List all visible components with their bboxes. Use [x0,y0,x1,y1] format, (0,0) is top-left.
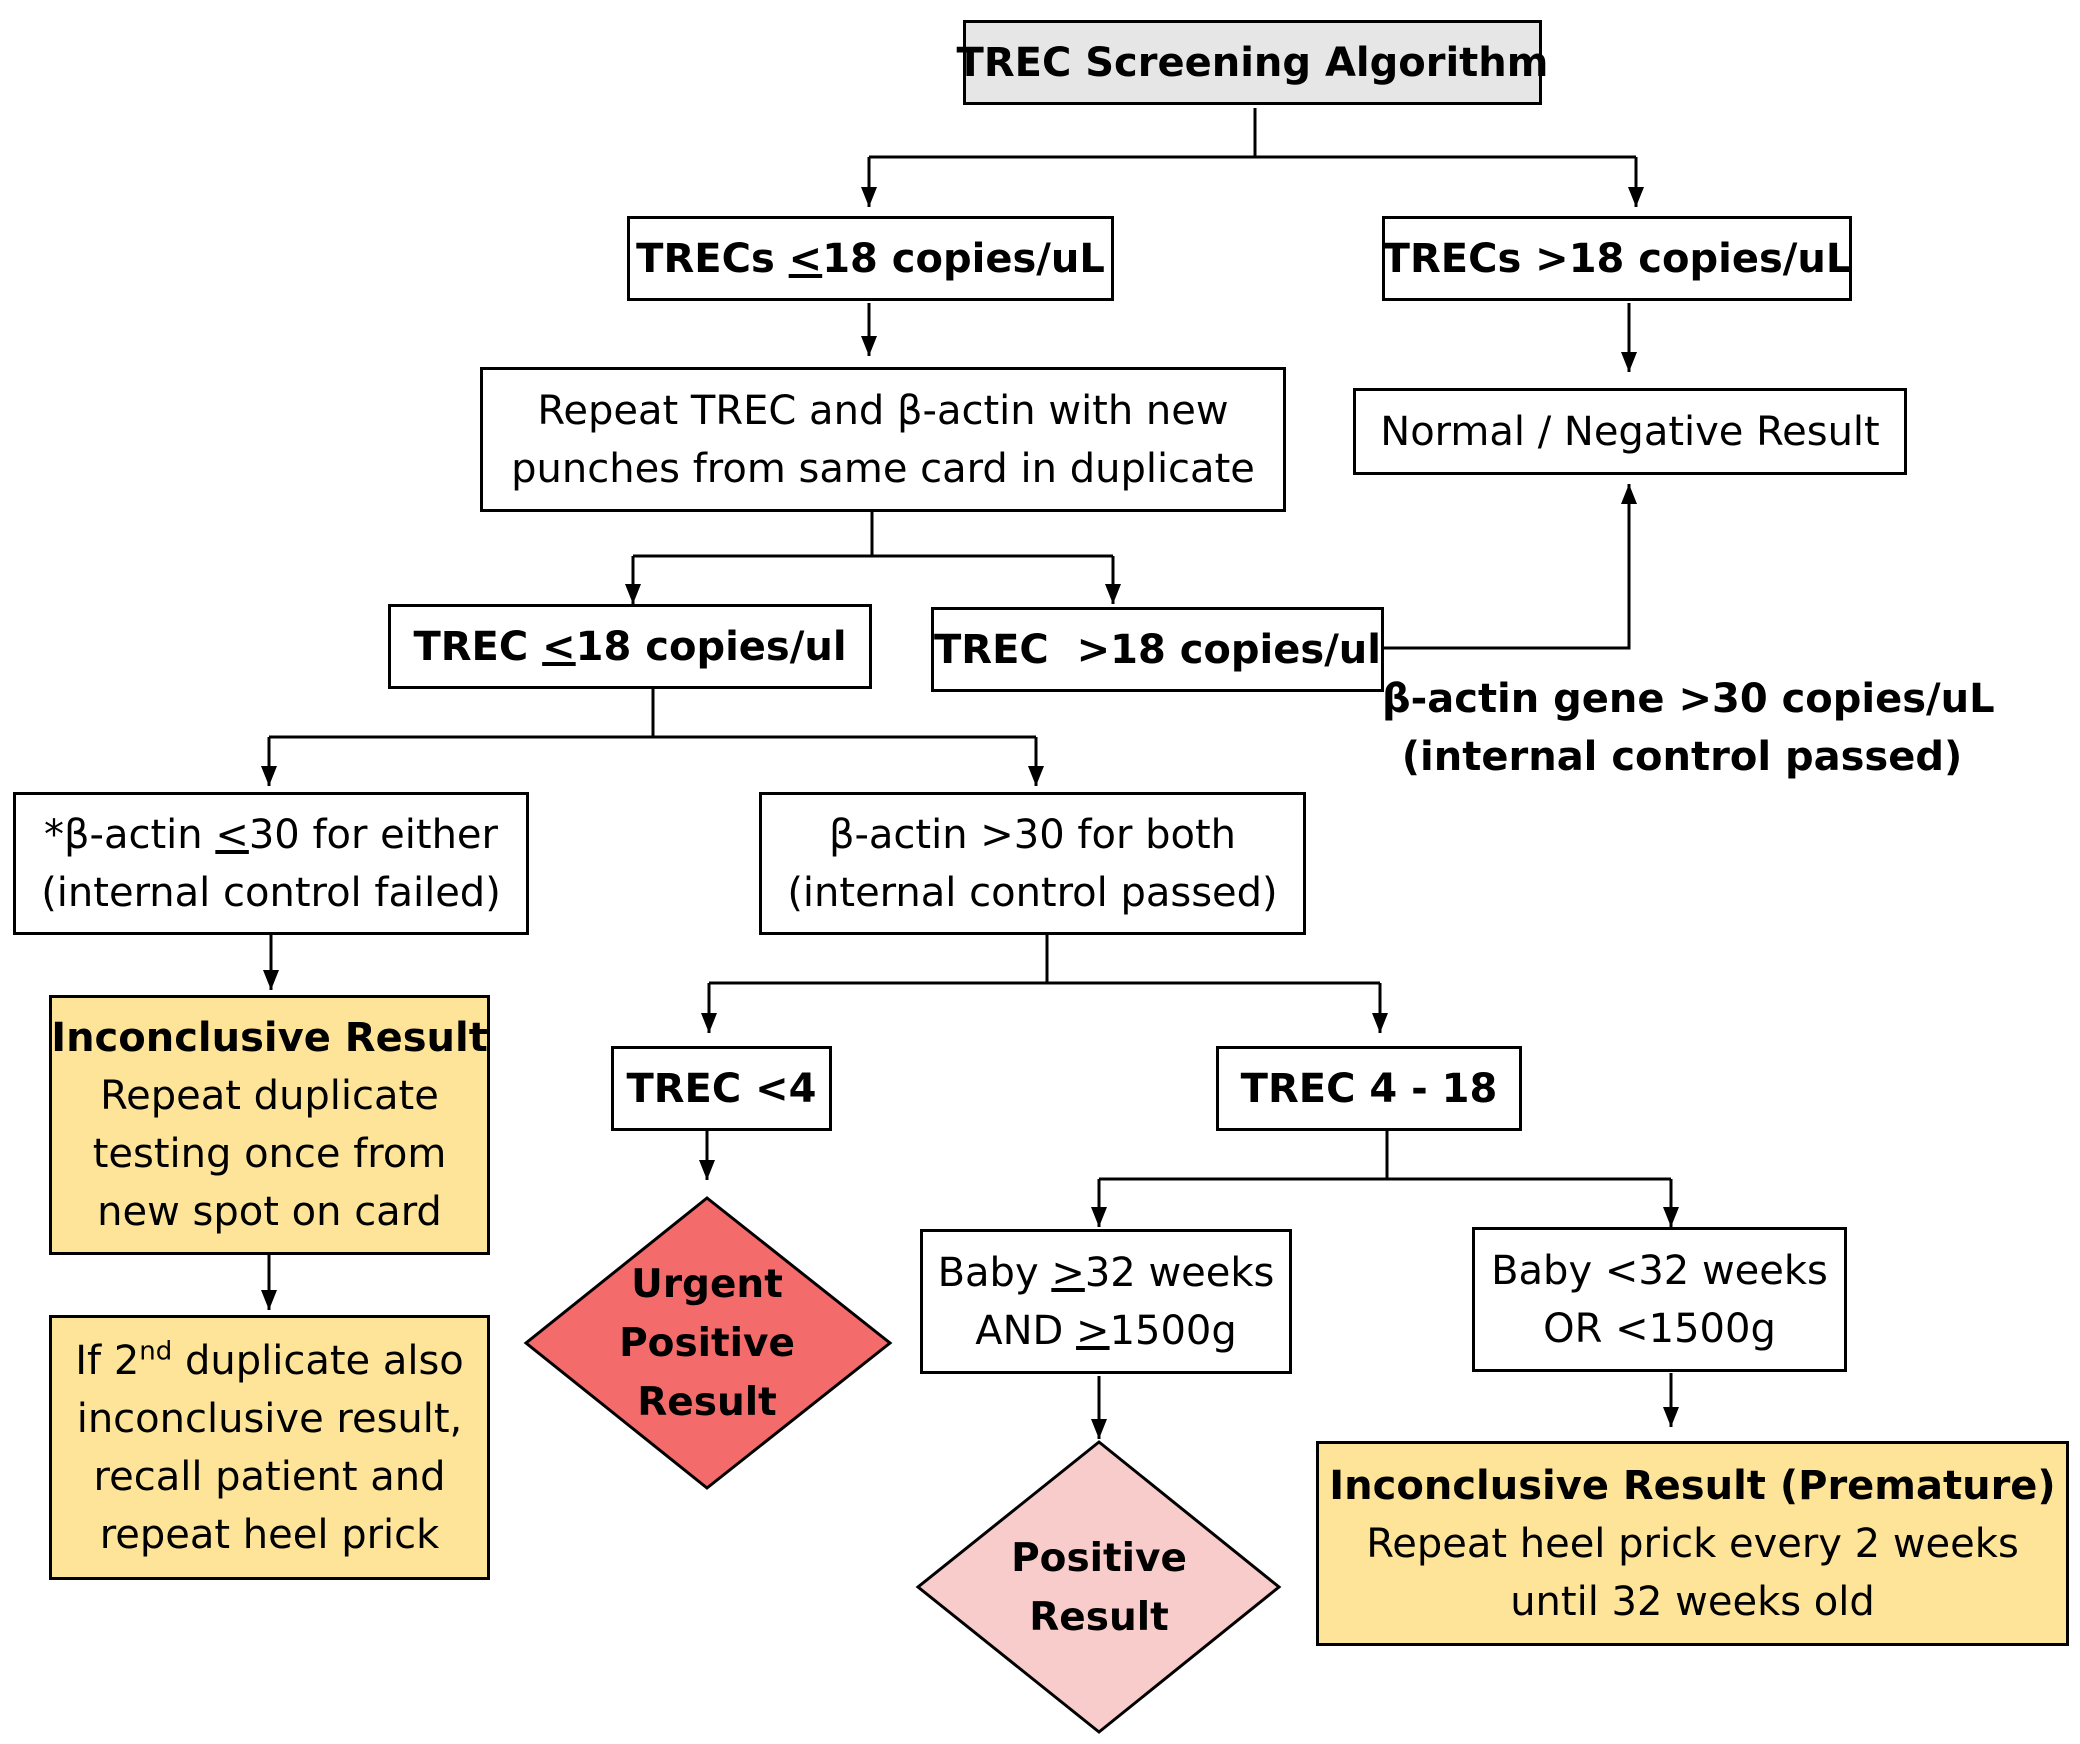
control-passed-note-line-2: (internal control passed) [1401,734,1963,780]
actin-failed-prefix: *β-actin [44,811,216,858]
node-inconclusive-premature: Inconclusive Result (Premature) Repeat h… [1316,1441,2069,1646]
edge-title-to-branches [869,108,1636,159]
inconclusive-heading: Inconclusive Result [51,1015,488,1061]
positive-diamond-shape [915,1440,1282,1734]
trec-lt4-label: TREC <4 [626,1065,817,1112]
repeat-line-1: Repeat TREC and β-actin with new [537,387,1229,434]
node-repeat: Repeat TREC and β-actin with new punches… [480,367,1286,512]
node-actin-passed: β-actin >30 for both (internal control p… [759,792,1306,935]
inconclusive-line-1: Repeat duplicate [100,1073,439,1119]
positive-result: Positive Result [979,1527,1219,1649]
baby-lt32-line-2: OR <1500g [1543,1305,1776,1352]
node-actin-failed: *β-actin <30 for either (internal contro… [13,792,529,935]
edge-actin-passed-split [709,935,1380,985]
recall-suffix: duplicate also [172,1337,464,1384]
recall-line-4: repeat heel prick [99,1511,440,1558]
recall-line-3: recall patient and [93,1453,446,1500]
actin-passed-line-2: (internal control passed) [787,869,1278,916]
baby-ge32-post-2: 1500g [1109,1307,1237,1354]
trec-low2-prefix: TREC [413,623,543,670]
node-normal-result: Normal / Negative Result [1353,388,1907,475]
node-baby-ge32: Baby >32 weeks AND >1500g [920,1229,1292,1374]
trecs-high-label: TRECs >18 copies/uL [1382,235,1852,282]
recall-superscript: nd [139,1336,173,1367]
node-recall: If 2nd duplicate also inconclusive resul… [49,1315,490,1580]
node-trec-high-2: TREC >18 copies/ul [931,607,1384,692]
control-passed-note-line-1: β-actin gene >30 copies/uL [1382,676,1995,722]
trecs-low-suffix: 18 copies/uL [822,235,1105,282]
inconclusive-line-3: new spot on card [97,1189,442,1235]
node-trec-low-2: TREC <18 copies/ul [388,604,872,689]
baby-lt32-line-1: Baby <32 weeks [1491,1247,1828,1294]
urgent-diamond-shape [523,1196,893,1490]
urgent-line-1: Urgent [631,1261,783,1307]
normal-result-label: Normal / Negative Result [1380,408,1880,455]
positive-line-2: Result [1029,1595,1169,1640]
trecs-low-prefix: TRECs [636,235,789,282]
trec-high2-label: TREC >18 copies/ul [934,626,1381,673]
urgent-line-2: Positive [619,1320,795,1366]
trec-4-18-label: TREC 4 - 18 [1240,1065,1498,1112]
node-baby-lt32: Baby <32 weeks OR <1500g [1472,1227,1847,1372]
control-passed-note: β-actin gene >30 copies/uL (internal con… [1382,670,1995,786]
urgent-line-3: Result [637,1379,777,1425]
node-trecs-high: TRECs >18 copies/uL [1382,216,1852,301]
recall-line-2: inconclusive result, [76,1395,463,1442]
baby-ge32-post-1: 32 weeks [1084,1249,1275,1296]
premature-heading: Inconclusive Result (Premature) [1329,1462,2056,1509]
trec-low2-suffix: 18 copies/ul [575,623,847,670]
node-inconclusive-result: Inconclusive Result Repeat duplicate tes… [49,995,490,1255]
inconclusive-line-2: testing once from [92,1131,447,1177]
edge-trec-4-18-split [1099,1131,1671,1181]
baby-ge32-pre-1: Baby [937,1249,1052,1296]
actin-failed-suffix: 30 for either [248,811,498,858]
trecs-low-symbol: < [788,235,823,282]
trec-low2-symbol: < [542,623,576,670]
baby-ge32-symbol-1: > [1051,1249,1085,1296]
edge-trec-high2-to-normal [1384,484,1637,650]
actin-failed-symbol: < [215,811,249,858]
urgent-positive-result: Urgent Positive Result [576,1248,838,1438]
diagram-title: TREC Screening Algorithm [956,39,1549,86]
edge-trec-low2-split [269,689,1036,739]
recall-prefix: If 2 [75,1337,140,1384]
baby-ge32-symbol-2: > [1076,1307,1110,1354]
node-trec-4-18: TREC 4 - 18 [1216,1046,1522,1131]
premature-line-1: Repeat heel prick every 2 weeks [1366,1520,2019,1567]
positive-line-1: Positive [1011,1536,1187,1581]
premature-line-2: until 32 weeks old [1510,1578,1875,1625]
actin-failed-line-2: (internal control failed) [41,869,501,916]
baby-ge32-pre-2: AND [975,1307,1077,1354]
title-box: TREC Screening Algorithm [957,20,1548,105]
node-trecs-low: TRECs <18 copies/uL [627,216,1114,301]
node-trec-lt4: TREC <4 [611,1046,832,1131]
actin-passed-line-1: β-actin >30 for both [828,811,1237,858]
edge-repeat-split [633,512,1113,558]
repeat-line-2: punches from same card in duplicate [511,445,1255,492]
